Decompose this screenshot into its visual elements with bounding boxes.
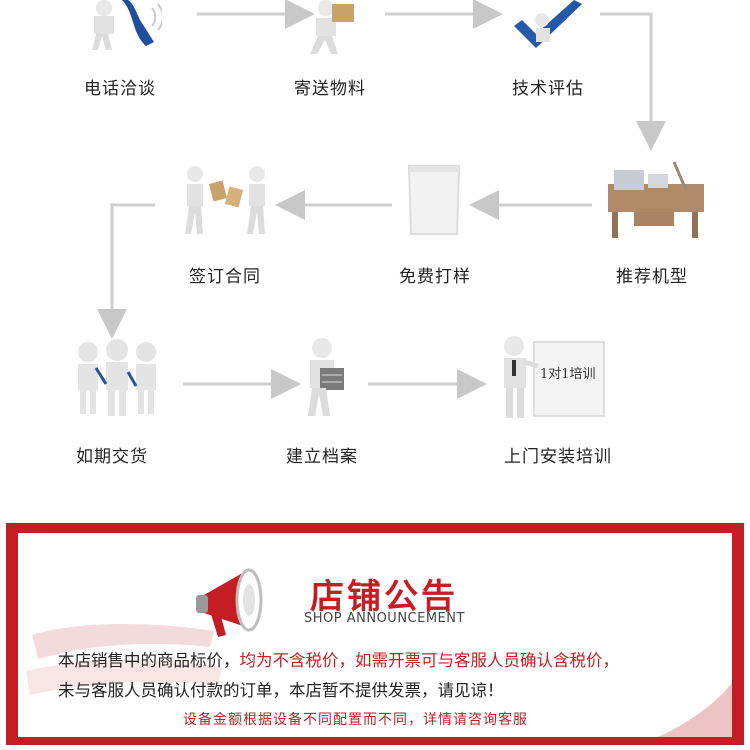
step-send: 寄送物料 [270, 0, 390, 100]
announcement-line-1: 本店销售中的商品标价，均为不含税价，如需开票可与客服人员确认含税价， [58, 647, 619, 671]
step-label: 如期交货 [76, 447, 148, 467]
step-eval: 技术评估 [488, 0, 608, 100]
shop-announcement-panel: 店铺公告 SHOP ANNOUNCEMENT 本店销售中的商品标价，均为不含税价… [6, 523, 744, 745]
announcement-subtitle: SHOP ANNOUNCEMENT [304, 611, 465, 626]
brush-stroke-decoration [658, 683, 732, 737]
step-contract: 签订合同 [165, 160, 285, 290]
step-archive: 建立档案 [262, 338, 382, 468]
board-text: 1对1培训 [540, 366, 596, 382]
brush-stroke-decoration [26, 624, 222, 695]
checkmark-figure-icon [514, 0, 582, 48]
step-sample: 免费打样 [375, 160, 495, 290]
step-label: 免费打样 [399, 267, 471, 287]
team-figures-icon [78, 339, 156, 416]
handshake-figures-icon [185, 166, 265, 234]
whiteboard-figure-icon: 1对1培训 [504, 336, 605, 418]
step-label: 推荐机型 [616, 267, 688, 287]
announcement-footnote: 设备金额根据设备不同配置而不同，详情请咨询客服 [183, 712, 528, 728]
step-label: 技术评估 [512, 79, 584, 99]
carry-box-figure-icon [310, 0, 354, 54]
step-label: 签订合同 [189, 267, 261, 287]
step-deliver: 如期交货 [52, 338, 172, 468]
arrow-down-2 [97, 203, 155, 339]
sample-bag-icon [407, 165, 461, 235]
step-label: 建立档案 [286, 447, 358, 467]
arrow-down-1 [600, 12, 666, 151]
archive-figure-icon [308, 338, 344, 416]
step-training: 1对1培训 上门安装培训 [478, 330, 638, 470]
line1-plain: 本店销售中的商品标价， [58, 651, 240, 670]
phone-call-figure-icon [92, 0, 162, 50]
flow-arrows [97, 0, 666, 399]
megaphone-icon [196, 568, 263, 637]
step-label: 寄送物料 [294, 79, 366, 99]
announcement-body: 店铺公告 SHOP ANNOUNCEMENT 本店销售中的商品标价，均为不含税价… [18, 533, 732, 737]
line1-highlight: 均为不含税价，如需开票可与客服人员确认含税价， [239, 651, 620, 670]
announcement-line-2: 未与客服人员确认付款的订单，本店暂不提供发票，请见谅！ [58, 681, 504, 700]
step-phone: 电话洽谈 [60, 0, 180, 100]
step-label: 电话洽谈 [84, 79, 156, 99]
announcement-title: 店铺公告 [310, 577, 458, 617]
step-label: 上门安装培训 [504, 447, 612, 467]
machine-icon [608, 161, 704, 238]
step-recommend: 推荐机型 [592, 160, 712, 290]
